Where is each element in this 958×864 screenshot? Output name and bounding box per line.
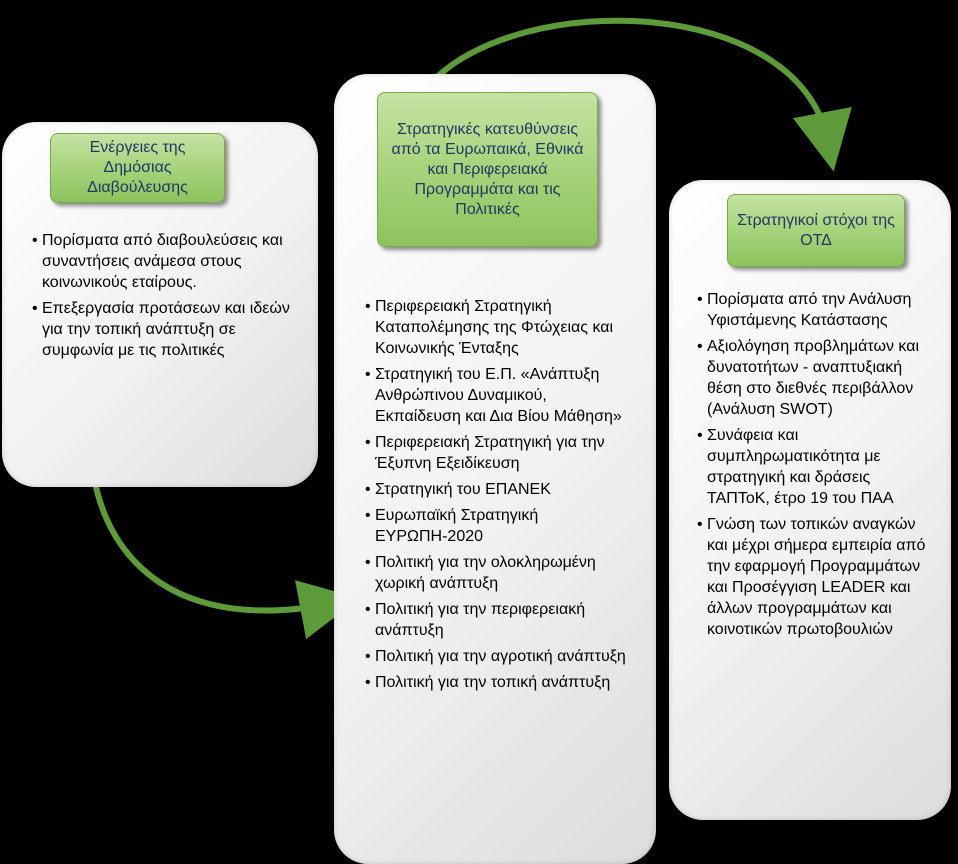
right-bullet-item: Αξιολόγηση προβλημάτων και δυνατοτήτων -… <box>697 336 929 420</box>
middle-bullet-item: Περιφερειακή Στρατηγική για την Έξυπνη Ε… <box>365 432 637 474</box>
middle-bullet-item: Πολιτική για την περιφερειακή ανάπτυξη <box>365 599 637 641</box>
right-header: Στρατηγικοί στόχοι της ΟΤΔ <box>727 194 905 267</box>
left-header-text: Ενέργειες της Δημόσιας Διαβούλευσης <box>87 139 188 196</box>
middle-bullet-item: Ευρωπαϊκή Στρατηγική ΕΥΡΩΠΗ-2020 <box>365 505 637 547</box>
left-bullet-item: Επεξεργασία προτάσεων και ιδεών για την … <box>32 298 302 361</box>
left-bullet-item: Πορίσματα από διαβουλεύσεις και συναντήσ… <box>32 230 302 293</box>
right-bullet-list: Πορίσματα από την Ανάλυση Υφιστάμενης Κα… <box>697 289 929 645</box>
middle-bullet-item: Πολιτική για την αγροτική ανάπτυξη <box>365 646 637 667</box>
right-header-text: Στρατηγικοί στόχοι της ΟΤΔ <box>737 211 895 249</box>
middle-header: Στρατηγικές κατευθύνσεις από τα Ευρωπαικ… <box>377 92 598 247</box>
left-header: Ενέργειες της Δημόσιας Διαβούλευσης <box>50 133 225 203</box>
middle-bullet-item: Στρατηγική του ΕΠΑΝΕΚ <box>365 479 637 500</box>
middle-bullet-list: Περιφερειακή Στρατηγική Καταπολέμησης τη… <box>365 296 637 698</box>
middle-bullet-item: Περιφερειακή Στρατηγική Καταπολέμησης τη… <box>365 296 637 359</box>
middle-bullet-item: Πολιτική για την τοπική ανάπτυξη <box>365 672 637 693</box>
left-bullet-list: Πορίσματα από διαβουλεύσεις και συναντήσ… <box>32 230 302 366</box>
right-bullet-item: Γνώση των τοπικών αναγκών και μέχρι σήμε… <box>697 514 929 640</box>
middle-bullet-item: Πολιτική για την ολοκληρωμένη χωρική ανά… <box>365 552 637 594</box>
right-bullet-item: Πορίσματα από την Ανάλυση Υφιστάμενης Κα… <box>697 289 929 331</box>
right-bullet-item: Συνάφεια και συμπληρωματικότητα με στρατ… <box>697 425 929 509</box>
middle-header-text: Στρατηγικές κατευθύνσεις από τα Ευρωπαικ… <box>391 120 584 218</box>
middle-bullet-item: Στρατηγική του Ε.Π. «Ανάπτυξη Ανθρώπινου… <box>365 364 637 427</box>
